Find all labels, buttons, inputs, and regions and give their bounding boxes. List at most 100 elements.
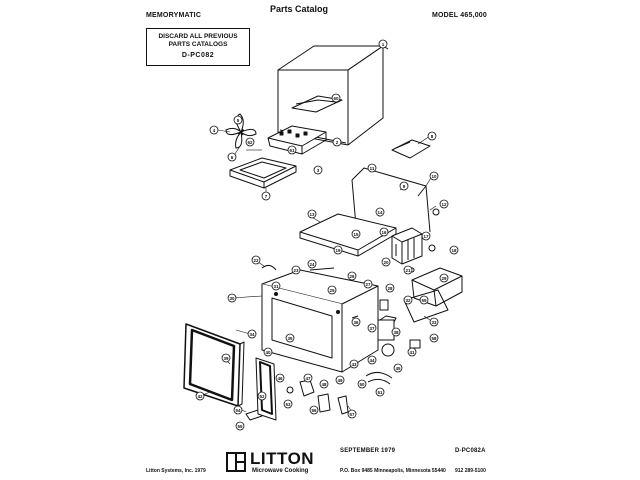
callout-54: 54	[233, 405, 243, 415]
svg-text:13: 13	[309, 212, 315, 217]
svg-text:56: 56	[311, 408, 317, 413]
svg-text:19: 19	[335, 248, 341, 253]
discard-notice-line2: PARTS CATALOGS	[168, 41, 228, 48]
callout-26: 26	[347, 271, 357, 281]
footer-date: SEPTEMBER 1979	[340, 448, 396, 454]
svg-text:7: 7	[265, 194, 268, 199]
footer-doc-code: D-PC082A	[455, 448, 486, 454]
callout-22: 22	[251, 255, 261, 265]
litton-logo: LITTON Microwave Cooking	[226, 450, 322, 476]
callout-17: 17	[421, 231, 431, 241]
svg-text:36: 36	[353, 320, 359, 325]
callout-8: 8	[427, 131, 437, 141]
svg-text:32: 32	[405, 298, 411, 303]
svg-text:18: 18	[451, 248, 457, 253]
svg-text:50: 50	[359, 382, 365, 387]
callout-16: 16	[379, 227, 389, 237]
svg-text:25: 25	[329, 288, 335, 293]
footer-part-number: 912 289-5100	[455, 468, 486, 474]
svg-text:3: 3	[317, 168, 320, 173]
callout-29: 29	[439, 273, 449, 283]
callout-48: 48	[319, 379, 329, 389]
svg-text:10: 10	[431, 174, 437, 179]
callout-38: 38	[391, 327, 401, 337]
callout-41: 41	[407, 347, 417, 357]
svg-text:47: 47	[305, 376, 311, 381]
callout-60: 60	[331, 93, 341, 103]
svg-text:8: 8	[431, 134, 434, 139]
svg-text:59: 59	[421, 298, 427, 303]
svg-text:38: 38	[393, 330, 399, 335]
svg-text:62: 62	[247, 140, 253, 145]
oven-cavity	[261, 269, 379, 373]
svg-text:40: 40	[265, 350, 271, 355]
callout-45: 45	[393, 363, 403, 373]
header-model-name: MEMORYMATIC	[146, 12, 202, 19]
svg-text:44: 44	[369, 358, 375, 363]
oven-door	[183, 323, 245, 407]
callout-37: 37	[367, 323, 377, 333]
svg-text:31: 31	[273, 284, 279, 289]
svg-text:23: 23	[293, 268, 299, 273]
callout-28: 28	[385, 283, 395, 293]
callout-18: 18	[449, 245, 459, 255]
svg-text:17: 17	[423, 234, 429, 239]
control-panel-parts	[267, 95, 343, 155]
svg-text:45: 45	[395, 366, 401, 371]
svg-text:46: 46	[277, 376, 283, 381]
svg-text:33: 33	[431, 320, 437, 325]
svg-text:12: 12	[441, 202, 447, 207]
svg-text:1: 1	[382, 42, 385, 47]
callout-44: 44	[367, 355, 377, 365]
small-parts	[245, 208, 440, 421]
svg-text:53: 53	[285, 402, 291, 407]
callout-21: 21	[403, 265, 413, 275]
footer-address: P.O. Box 9485 Minneapolis, Minnesota 554…	[340, 468, 446, 474]
svg-text:48: 48	[321, 382, 327, 387]
callout-51: 51	[375, 387, 385, 397]
callout-25: 25	[327, 285, 337, 295]
callout-33: 33	[429, 317, 439, 327]
svg-text:57: 57	[349, 412, 355, 417]
discard-notice-code: D-PC082	[181, 52, 215, 59]
callout-47: 47	[303, 373, 313, 383]
callout-46: 46	[275, 373, 285, 383]
callout-7: 7	[261, 191, 271, 201]
callout-39: 39	[221, 353, 231, 363]
electrical-components	[365, 267, 463, 385]
callout-27: 27	[363, 279, 373, 289]
litton-brand-name: LITTON	[250, 449, 315, 468]
callout-23: 23	[291, 265, 301, 275]
callout-12: 12	[439, 199, 449, 209]
callout-50: 50	[357, 379, 367, 389]
callout-32: 32	[403, 295, 413, 305]
callout-40: 40	[263, 347, 273, 357]
svg-text:28: 28	[387, 286, 393, 291]
callout-56: 56	[309, 405, 319, 415]
svg-text:24: 24	[309, 262, 315, 267]
callout-11: 11	[367, 163, 377, 173]
callout-35: 35	[285, 333, 295, 343]
callout-6: 6	[227, 152, 237, 162]
svg-text:51: 51	[377, 390, 383, 395]
callout-24: 24	[307, 259, 317, 269]
callout-49: 49	[335, 375, 345, 385]
callout-43: 43	[349, 359, 359, 369]
callout-31: 31	[271, 281, 281, 291]
callout-20: 20	[381, 257, 391, 267]
door-frame-strip	[255, 357, 277, 421]
callout-55: 55	[235, 421, 245, 431]
callout-36: 36	[351, 317, 361, 327]
callout-9: 9	[399, 181, 409, 191]
svg-text:58: 58	[431, 336, 437, 341]
callout-62: 62	[245, 137, 255, 147]
litton-brand-subtitle: Microwave Cooking	[252, 468, 309, 474]
svg-text:4: 4	[213, 128, 216, 133]
magnetron	[391, 227, 423, 265]
header-model-number: MODEL 465,000	[432, 12, 487, 19]
svg-text:30: 30	[229, 296, 235, 301]
svg-text:61: 61	[289, 148, 295, 153]
svg-text:20: 20	[383, 260, 389, 265]
